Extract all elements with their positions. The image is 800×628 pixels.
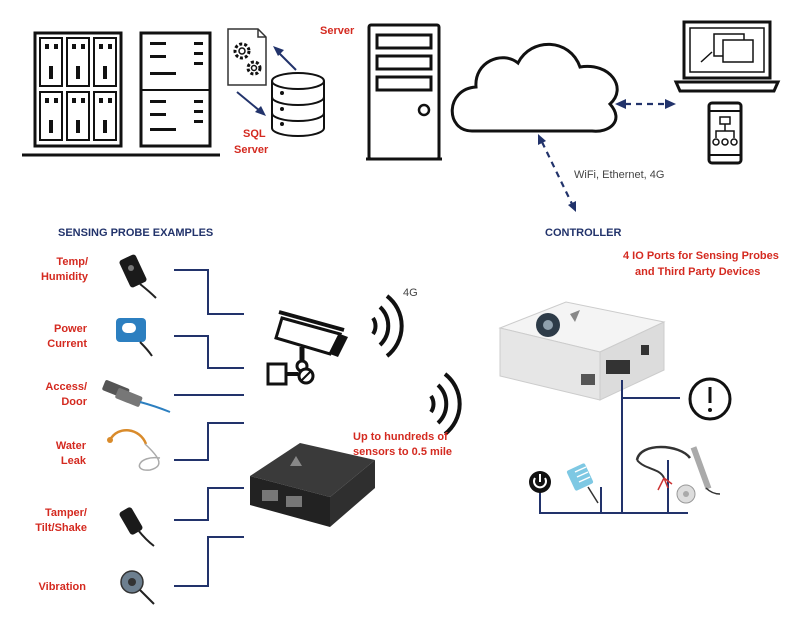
alert-icon <box>688 377 732 421</box>
vibration-sensor-icon <box>120 570 155 605</box>
link-cloud-to-controller <box>538 134 576 212</box>
probe-wiring <box>174 269 244 587</box>
probe-label-access-2: Door <box>61 396 87 408</box>
wifi-icon <box>371 294 404 358</box>
probe-label-temp-1: Temp/ <box>56 256 88 268</box>
io-ports-label-2: and Third Party Devices <box>635 266 760 278</box>
power-icon <box>529 471 551 493</box>
power-clamp-icon <box>116 318 153 357</box>
probe-label-power-2: Current <box>47 338 87 350</box>
server-label: Server <box>320 25 355 37</box>
camera-icon <box>266 310 348 386</box>
probe-label-access-1: Access/ <box>45 381 87 393</box>
temp-probe-right-icon <box>635 445 721 504</box>
range-label-1: Up to hundreds of <box>353 431 448 443</box>
temp-probe-icon <box>119 254 157 299</box>
arrow-rack-to-db <box>236 91 266 116</box>
probe-label-vibration-1: Vibration <box>39 581 87 593</box>
probe-label-temp-2: Humidity <box>41 271 89 283</box>
gateway-icon <box>250 443 375 527</box>
cell-4g-label: 4G <box>403 287 418 299</box>
sensing-examples-label: SENSING PROBE EXAMPLES <box>58 227 213 239</box>
probe-label-water-2: Leak <box>61 455 87 467</box>
humidity-sensor-icon <box>566 463 599 504</box>
cloud-icon <box>450 42 619 133</box>
controller-label: CONTROLLER <box>545 227 621 239</box>
probe-label-tamper-2: Tilt/Shake <box>35 522 87 534</box>
leak-sensor-icon <box>107 429 161 471</box>
sql-server-label-1: SQL <box>243 128 266 140</box>
controller-device-icon <box>498 301 666 401</box>
probe-labels: Temp/ Humidity Power Current Access/ Doo… <box>35 256 89 593</box>
gears-document-icon <box>227 28 267 86</box>
tilt-sensor-icon <box>119 507 155 547</box>
probe-label-tamper-1: Tamper/ <box>45 507 87 519</box>
server-rack-icon <box>22 31 220 157</box>
network-label: WiFi, Ethernet, 4G <box>574 169 664 181</box>
probe-label-power-1: Power <box>54 323 88 335</box>
laptop-icon <box>673 20 781 93</box>
probe-label-water-1: Water <box>56 440 87 452</box>
io-ports-label-1: 4 IO Ports for Sensing Probes <box>623 250 779 262</box>
link-cloud-to-devices <box>615 99 676 109</box>
database-icon <box>271 72 325 137</box>
range-label-2: sensors to 0.5 mile <box>353 446 452 458</box>
sql-server-label-2: Server <box>234 144 269 156</box>
phone-icon <box>707 101 743 165</box>
arrow-db-to-doc <box>273 46 297 71</box>
wifi-icon-gateway <box>429 372 462 436</box>
tower-server-icon <box>366 23 442 161</box>
door-sensor-icon <box>102 380 171 413</box>
